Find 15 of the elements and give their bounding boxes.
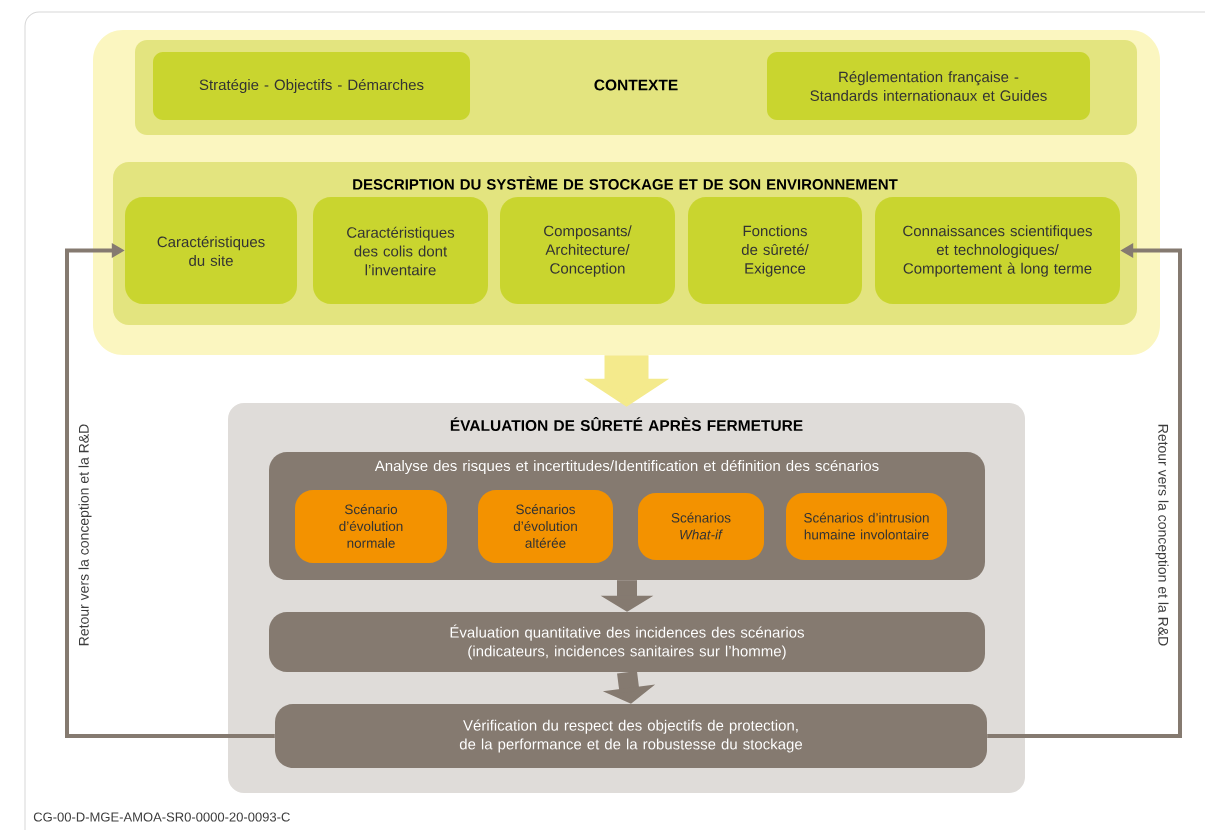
rounded-box: Réglementation française - Standards internationaux et Guides <box>767 52 1090 120</box>
rounded-box: Fonctions de sûreté/ Exigence <box>688 197 862 304</box>
arrow <box>65 243 275 738</box>
scenario-box: Scénarios What-if <box>638 493 764 560</box>
scenario-box: Scénario d’évolution normale <box>295 490 447 563</box>
edge-label: Retour vers la conception et la R&D <box>1155 424 1169 646</box>
scenario-box: Scénarios d’intrusion humaine involontaire <box>786 493 947 560</box>
rounded-box: Connaissances scientifiques et technologiques/ Comportement à long terme <box>875 197 1120 304</box>
edge-label: Retour vers la conception et la R&D <box>78 424 92 646</box>
document-reference: CG-00-D-MGE-AMOA-SR0-0000-20-0093-C <box>33 812 290 822</box>
rounded-box: Stratégie - Objectifs - Démarches <box>153 52 470 120</box>
rounded-box: Caractéristiques du site <box>125 197 297 304</box>
rounded-box: Composants/ Architecture/ Conception <box>500 197 675 304</box>
scenario-box: Scénarios d’évolution altérée <box>478 490 613 563</box>
rounded-box: Caractéristiques des colis dont l’inventaire <box>313 197 488 304</box>
